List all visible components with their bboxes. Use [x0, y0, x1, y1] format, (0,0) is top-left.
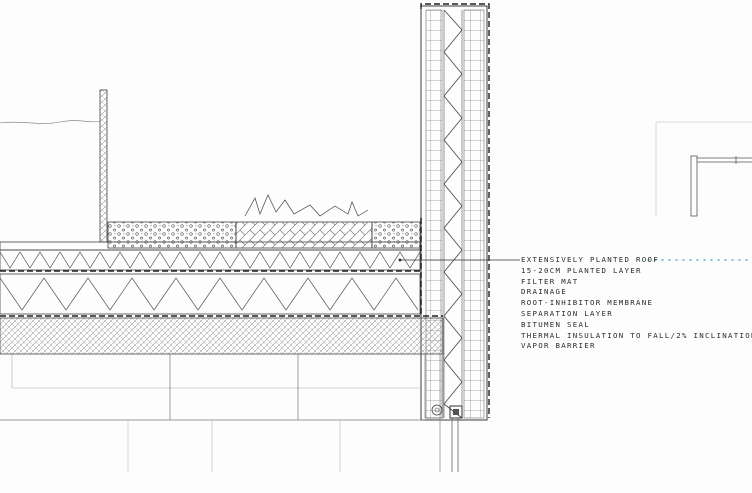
layer-legend: EXTENSIVELY PLANTED ROOF 15-20CM PLANTED…	[521, 255, 752, 352]
legend-item: FILTER MAT	[521, 276, 579, 286]
legend-item: THERMAL INSULATION TO FALL/2% INCLINATIO…	[521, 330, 752, 340]
upstand-wall	[0, 89, 108, 243]
legend-item: 15-20CM PLANTED LAYER	[521, 265, 642, 275]
structural-slab	[0, 317, 444, 355]
insulation-layer	[0, 273, 443, 317]
legend-item: VAPOR BARRIER	[521, 341, 596, 351]
ceiling-structure	[0, 353, 463, 472]
planted-layer	[107, 194, 421, 249]
legend-item: ROOT-INHIBITOR MEMBRANE	[521, 298, 654, 308]
window-detail	[655, 121, 752, 217]
legend-item: BITUMEN SEAL	[521, 319, 590, 329]
callout-leader	[398, 258, 752, 262]
parapet-wall	[420, 3, 490, 421]
legend-item: DRAINAGE	[521, 287, 567, 297]
legend-item: EXTENSIVELY PLANTED ROOF	[521, 255, 659, 264]
legend-item: SEPARATION LAYER	[521, 308, 613, 318]
